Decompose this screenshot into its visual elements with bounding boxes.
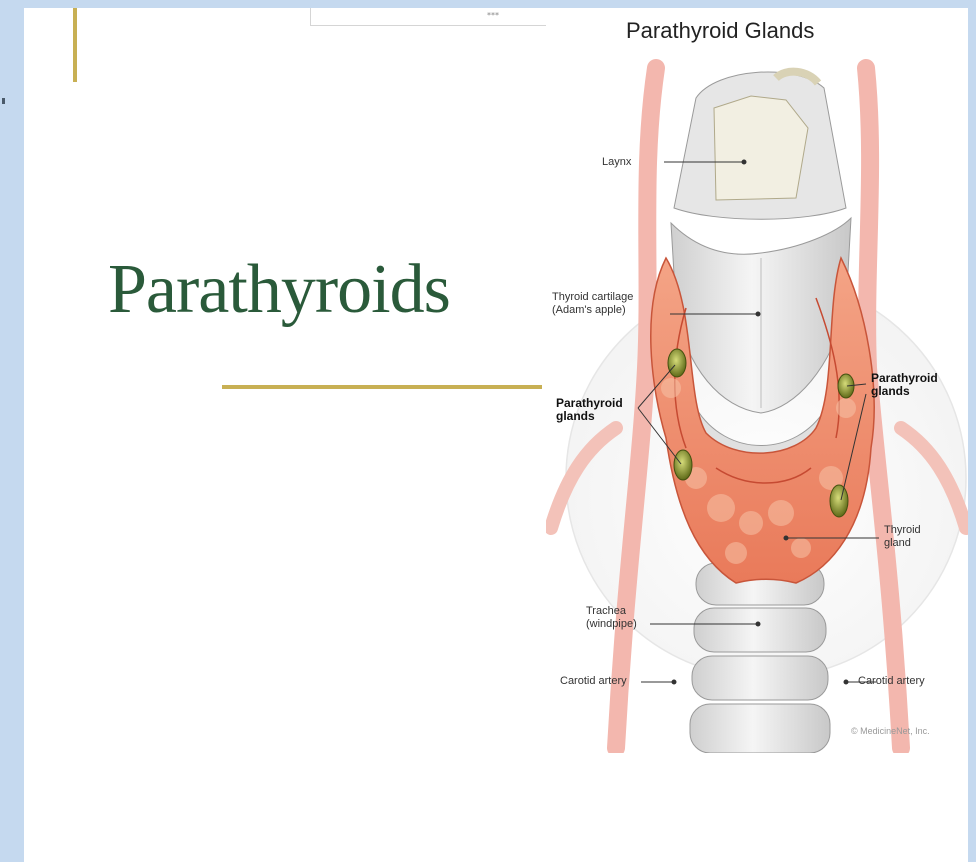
label-parathyroid-right: Parathyroid glands [871,372,938,398]
label-carotid-artery-right: Carotid artery [858,675,925,688]
parathyroid-illustration: Parathyroid Glands Laynx Thyroid cartila… [546,8,968,753]
label-parathyroid-left-line2: glands [556,410,623,423]
frame-top-border [0,0,976,8]
label-trachea-line2: (windpipe) [586,618,637,631]
slide-title: Parathyroids [108,250,450,330]
edge-tick-mark [2,98,5,104]
title-underline [222,385,542,389]
label-parathyroid-right-line2: glands [871,385,938,398]
illustration-copyright: © MedicineNet, Inc. [851,726,930,736]
label-trachea: Trachea (windpipe) [586,605,637,631]
label-thyroid-cartilage-line2: (Adam's apple) [552,304,633,317]
label-thyroid-cartilage: Thyroid cartilage (Adam's apple) [552,291,633,317]
label-thyroid-gland: Thyroid gland [884,524,921,550]
label-thyroid-cartilage-line1: Thyroid cartilage [552,291,633,304]
label-carotid-artery-left: Carotid artery [560,675,627,688]
partial-panel-text: *** [487,11,499,20]
partial-panel: *** [310,8,547,26]
frame-right-border [968,0,976,862]
label-larynx: Laynx [602,156,631,169]
illustration-title: Parathyroid Glands [626,18,814,44]
label-parathyroid-left: Parathyroid glands [556,397,623,423]
frame-left-border [0,0,24,862]
gold-accent-bar [73,8,77,82]
trachea-drawing [690,563,830,753]
label-thyroid-gland-line2: gland [884,537,921,550]
label-trachea-line1: Trachea [586,605,637,618]
label-thyroid-gland-line1: Thyroid [884,524,921,537]
